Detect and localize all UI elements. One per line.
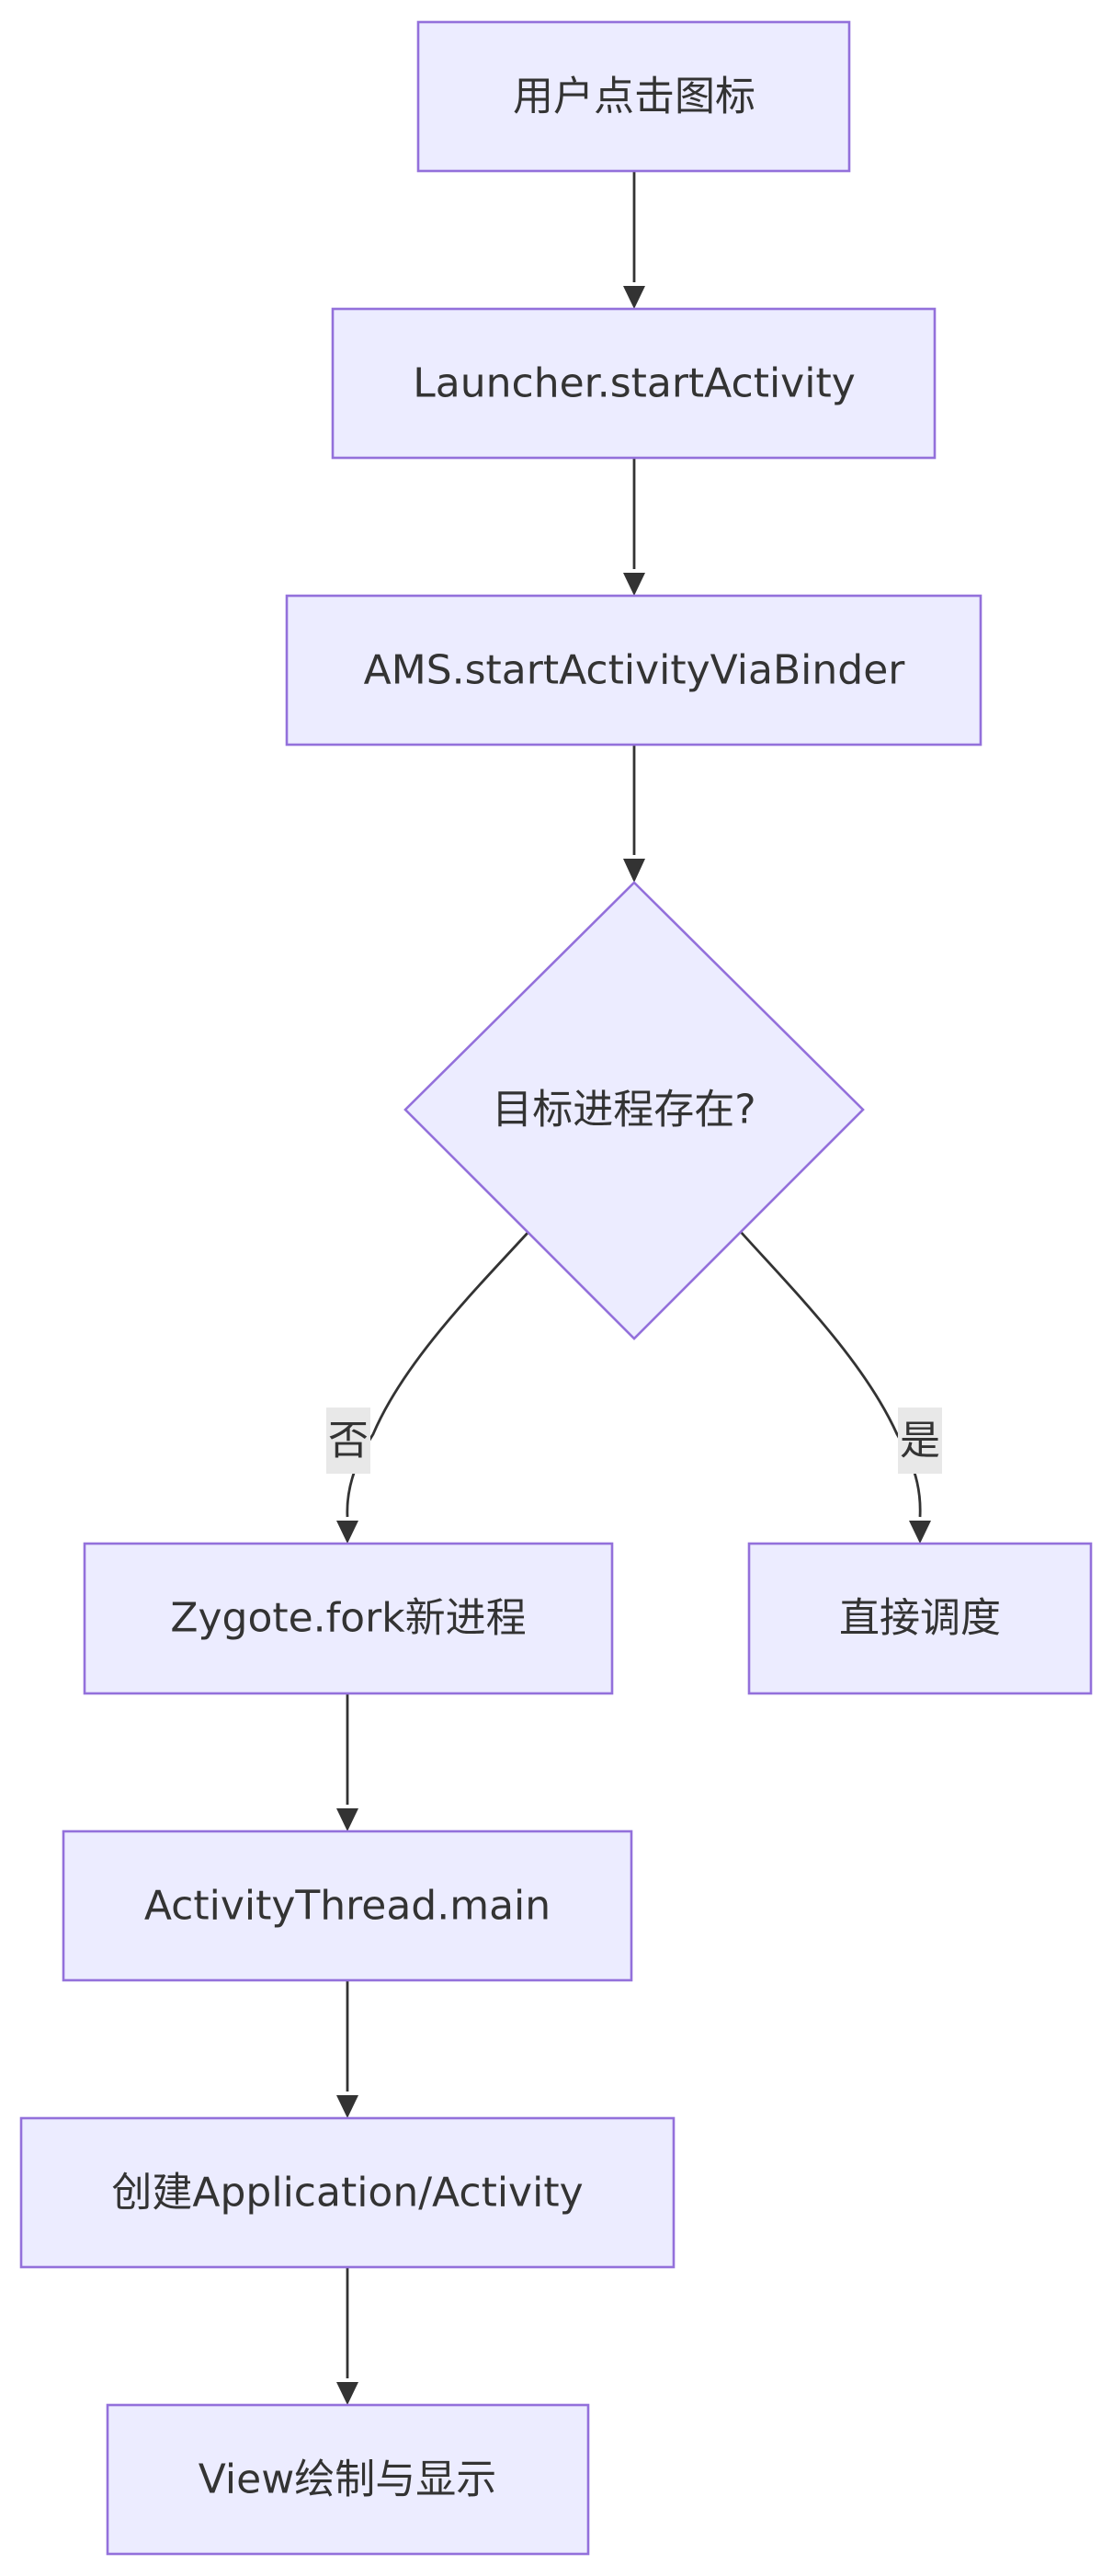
node-view-draw: View绘制与显示 <box>106 2403 590 2556</box>
edge-label-no-text: 否 <box>328 1418 369 1465</box>
node-zygote: Zygote.fork新进程 <box>83 1542 614 1695</box>
arrowhead-icon <box>336 2382 358 2405</box>
node-decision: 目标进程存在? <box>403 881 865 1340</box>
node-user-click: 用户点击图标 <box>416 20 851 173</box>
arrowhead-icon <box>909 1521 931 1544</box>
node-activity-thread-label: ActivityThread.main <box>144 1883 551 1930</box>
node-view-draw-label: View绘制与显示 <box>199 2456 496 2503</box>
arrowhead-icon <box>336 1808 358 1831</box>
node-launcher-label: Launcher.startActivity <box>413 360 855 407</box>
edge-decision-to-zygote <box>346 1231 530 1518</box>
edge-label-yes-bg <box>898 1408 942 1474</box>
node-create-app-label: 创建Application/Activity <box>111 2170 583 2217</box>
edge-label-yes: 是 <box>898 1408 942 1474</box>
node-direct: 直接调度 <box>747 1542 1093 1695</box>
node-direct-label: 直接调度 <box>839 1595 1001 1642</box>
node-user-click-label: 用户点击图标 <box>513 74 755 120</box>
node-launcher: Launcher.startActivity <box>331 307 937 460</box>
node-activity-thread: ActivityThread.main <box>62 1829 633 1982</box>
arrowhead-icon <box>336 2095 358 2118</box>
node-ams: AMS.startActivityViaBinder <box>285 594 982 747</box>
edge-label-no: 否 <box>326 1408 370 1474</box>
node-create-app: 创建Application/Activity <box>19 2116 676 2269</box>
node-ams-label: AMS.startActivityViaBinder <box>364 647 906 694</box>
edges <box>336 171 931 2405</box>
node-decision-label: 目标进程存在? <box>492 1087 755 1134</box>
arrowhead-icon <box>623 859 645 883</box>
edge-label-yes-text: 是 <box>900 1418 940 1465</box>
arrowhead-icon <box>336 1521 358 1544</box>
node-zygote-label: Zygote.fork新进程 <box>170 1595 526 1642</box>
edge-label-no-bg <box>326 1408 370 1474</box>
arrowhead-icon <box>623 573 645 596</box>
edge-decision-to-direct <box>739 1231 922 1518</box>
arrowhead-icon <box>623 286 645 309</box>
